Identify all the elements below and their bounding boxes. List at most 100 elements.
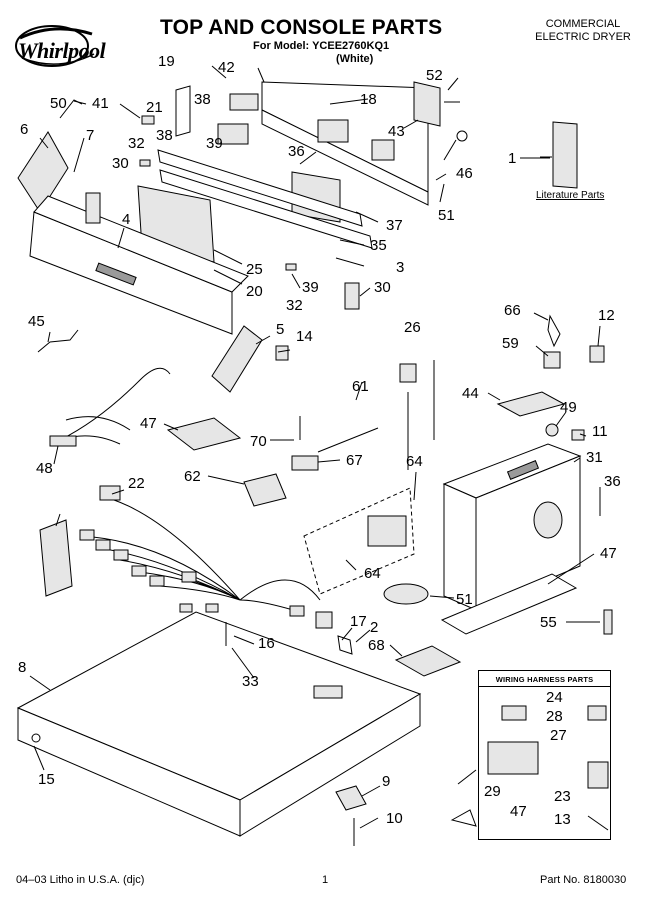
callout-numbers: 19 42 50 41 21 38 18 52 6 7 32 38 39 43 … <box>18 53 621 828</box>
callout-27: 27 <box>550 727 567 744</box>
clip-part <box>450 809 477 827</box>
callout-12: 12 <box>598 307 615 324</box>
page-number: 1 <box>322 874 329 886</box>
dryer-top-part <box>16 603 422 837</box>
connector-part <box>587 705 607 721</box>
callout-49: 49 <box>560 399 577 416</box>
pad-part <box>394 645 462 677</box>
harness-part <box>59 367 171 445</box>
nut-part <box>545 423 559 437</box>
callout-36: 36 <box>288 143 305 160</box>
console-display-window <box>95 262 137 286</box>
clip-part <box>141 115 155 125</box>
callout-32b: 32 <box>286 297 303 314</box>
leader-lines <box>29 65 601 829</box>
callout-32: 32 <box>128 135 145 152</box>
callout-14: 14 <box>296 328 313 345</box>
callout-64: 64 <box>364 565 381 582</box>
lever-part <box>547 314 561 348</box>
callout-24: 24 <box>546 689 563 706</box>
callout-22: 22 <box>128 475 145 492</box>
callout-66: 66 <box>504 302 521 319</box>
callout-50: 50 <box>50 95 67 112</box>
callout-1: 1 <box>508 150 516 167</box>
rod-bracket-part <box>291 455 319 471</box>
console-back-panel <box>261 81 429 206</box>
callout-36b: 37 <box>386 217 403 234</box>
connector-part <box>587 761 609 789</box>
resistor-part <box>603 609 613 635</box>
callout-2: 2 <box>370 619 378 636</box>
terminal-part <box>587 815 609 831</box>
wiring-harness-title: WIRING HARNESS PARTS <box>495 675 594 684</box>
part-number: Part No. 8180030 <box>540 874 627 886</box>
callout-26: 26 <box>404 319 421 336</box>
harness-connector-part <box>49 435 77 447</box>
model-number: For Model: YCEE2760KQ1 <box>253 40 390 52</box>
litho-note: 04–03 Litho in U.S.A. (djc) <box>16 874 145 886</box>
instruction-booklet-part <box>39 519 73 597</box>
callout-33: 33 <box>242 673 259 690</box>
mounting-bracket-part <box>243 473 287 507</box>
callout-61: 61 <box>352 378 369 395</box>
solenoid-part <box>367 515 407 547</box>
callout-10: 10 <box>386 810 403 827</box>
screw-part <box>435 173 447 181</box>
terminal-part <box>457 769 477 785</box>
callout-48: 48 <box>36 460 53 477</box>
console-rail-part <box>159 169 373 249</box>
callout-37: 38 <box>194 91 211 108</box>
callout-35: 36 <box>604 473 621 490</box>
callout-38b: 39 <box>302 279 319 296</box>
callout-63: 64 <box>406 453 423 470</box>
console-module-part <box>229 93 259 111</box>
callout-70: 70 <box>250 433 267 450</box>
callout-28: 28 <box>546 708 563 725</box>
control-board-part <box>413 81 441 127</box>
callout-31: 31 <box>586 449 603 466</box>
page-title: TOP AND CONSOLE PARTS <box>160 16 443 39</box>
whirlpool-swirl-icon <box>15 25 95 67</box>
callout-5: 5 <box>276 321 284 338</box>
switch-bracket-part <box>496 391 566 417</box>
callout-4: 4 <box>122 211 130 228</box>
callout-19: 19 <box>158 53 175 70</box>
callout-67: 67 <box>346 452 363 469</box>
bearing-housing-part <box>383 583 429 605</box>
callout-6: 6 <box>20 121 28 138</box>
console-hinge-part <box>175 85 191 137</box>
callout-42: 42 <box>218 59 235 76</box>
callout-52: 51 <box>438 207 455 224</box>
callout-43: 44 <box>462 385 479 402</box>
rod-part <box>317 427 379 453</box>
connector-part <box>501 705 527 721</box>
callout-47: 47 <box>510 803 527 820</box>
callout-21: 21 <box>146 99 163 116</box>
callout-15: 15 <box>38 771 55 788</box>
insulation-pad-part <box>166 417 242 451</box>
callout-38: 38 <box>156 127 173 144</box>
callout-20: 20 <box>246 283 263 300</box>
terminal-part <box>337 635 353 655</box>
brand-logo-text: Whirlpool <box>18 38 106 63</box>
callout-30: 30 <box>112 155 129 172</box>
callout-55: 55 <box>540 614 557 631</box>
category-line-1: COMMERCIAL <box>545 18 621 30</box>
literature-parts-label: Literature Parts <box>536 190 605 201</box>
base-plate-part <box>440 573 578 635</box>
callout-53: 52 <box>426 67 443 84</box>
connector-block-part <box>487 741 539 775</box>
fastener-part <box>285 263 297 271</box>
product-category: COMMERCIAL ELECTRIC DRYER <box>528 18 638 44</box>
callout-3: 3 <box>396 259 404 276</box>
callout-23: 23 <box>554 788 571 805</box>
callout-68: 68 <box>368 637 385 654</box>
callout-40: 41 <box>92 95 109 112</box>
callout-44: 47 <box>600 545 617 562</box>
callout-45: 45 <box>28 313 45 330</box>
solenoid-dashed-group <box>303 487 415 595</box>
rocker-switch-part <box>589 345 605 363</box>
fastener-part <box>139 159 151 167</box>
callout-59: 59 <box>502 335 519 352</box>
callout-62: 62 <box>184 468 201 485</box>
